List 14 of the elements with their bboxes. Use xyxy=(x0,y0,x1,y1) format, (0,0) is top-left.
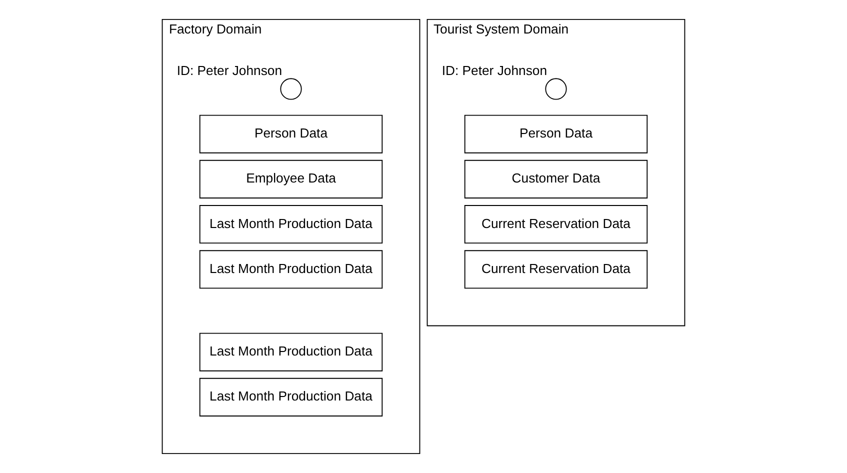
node-box: Person Data xyxy=(199,114,383,154)
node-circle xyxy=(280,78,302,100)
node-box: Person Data xyxy=(464,114,648,154)
node-box: Last Month Production Data xyxy=(199,378,383,416)
node-label: ID: Peter Johnson xyxy=(442,63,548,78)
node-label: ID: Peter Johnson xyxy=(176,63,282,78)
node-box: Customer Data xyxy=(464,160,648,198)
node-circle xyxy=(545,78,567,100)
node-box: Employee Data xyxy=(199,160,383,198)
node-box: Last Month Production Data xyxy=(199,332,383,372)
node-box: Last Month Production Data xyxy=(199,205,383,244)
node-box: Last Month Production Data xyxy=(199,250,383,289)
node-box: Current Reservation Data xyxy=(464,250,648,289)
node-box: Current Reservation Data xyxy=(464,205,648,244)
